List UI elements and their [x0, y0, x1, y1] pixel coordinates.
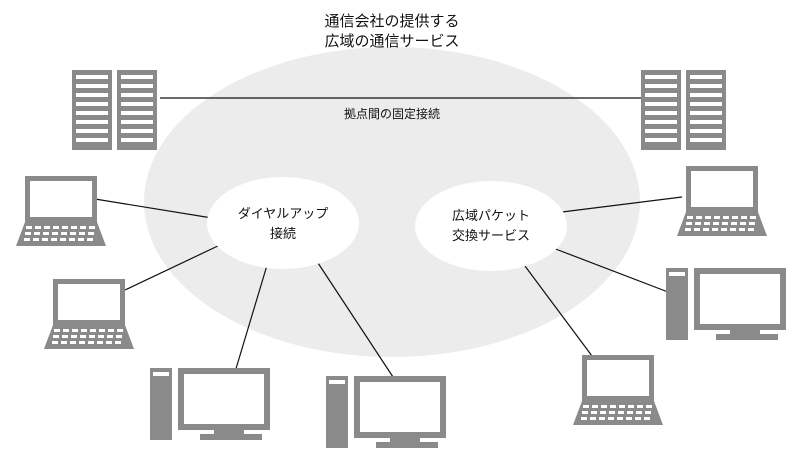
packet-line-3 — [521, 261, 593, 357]
dialup-label-line-1: ダイヤルアップ — [238, 207, 329, 222]
desktop-pc-icon — [326, 376, 446, 448]
wan-cloud — [144, 47, 640, 357]
dialup-line-4 — [317, 262, 396, 381]
dialup-line-2 — [124, 243, 223, 291]
desktop-pc-icon — [666, 268, 786, 340]
title-line-1: 通信会社の提供する — [324, 12, 459, 30]
packet-label-line-1: 広域パケット — [452, 209, 530, 224]
connection-lines — [94, 97, 683, 381]
packet-line-1 — [561, 196, 683, 213]
laptop-icon — [44, 279, 134, 349]
fixed-connection-label: 拠点間の固定接続 — [344, 106, 440, 121]
laptop-icon — [677, 166, 767, 236]
server-rack-icon — [641, 70, 726, 150]
packet-label-line-2: 交換サービス — [452, 228, 530, 244]
packet-line-2 — [552, 247, 669, 293]
dialup-bubble — [207, 177, 359, 269]
desktop-pc-icon — [150, 368, 270, 440]
laptop-icon — [573, 355, 663, 425]
dialup-line-3 — [234, 261, 269, 373]
laptop-icon — [16, 176, 106, 246]
dialup-label-line-2: 接続 — [270, 226, 296, 242]
title-line-2: 広域の通信サービス — [324, 32, 459, 50]
server-rack-icon — [72, 70, 157, 150]
packet-bubble — [415, 181, 567, 271]
dialup-line-1 — [94, 198, 213, 219]
